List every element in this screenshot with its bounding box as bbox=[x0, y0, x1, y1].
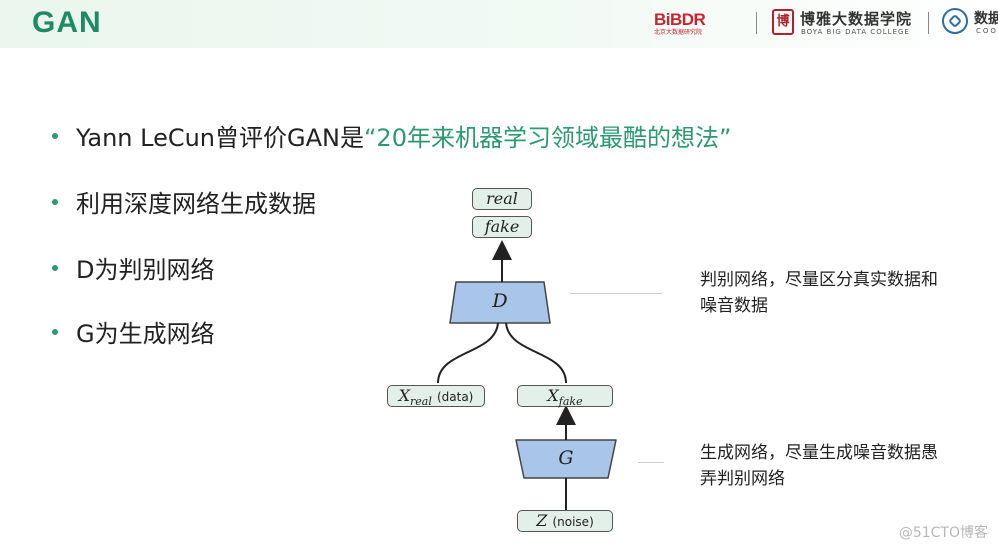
x-real-var: X bbox=[398, 386, 411, 405]
slide-title: GAN bbox=[32, 6, 102, 39]
output-fake-label: fake bbox=[484, 217, 520, 236]
bullet-item: D为判别网络 bbox=[52, 250, 214, 285]
gan-diagram: real fake D Xreal (data) Xfake G Z (nois… bbox=[380, 180, 670, 540]
bullet-dot-icon bbox=[52, 265, 58, 271]
generator-label: G bbox=[558, 447, 574, 469]
boya-logo-name: 博雅大数据学院 bbox=[800, 10, 913, 28]
partner-logo-icon bbox=[942, 8, 968, 34]
bibdr-logo: BiBDR 北京大数据研究院 bbox=[654, 10, 706, 36]
discriminator-label: D bbox=[492, 290, 508, 312]
output-real-box: real bbox=[472, 188, 532, 210]
z-note: (noise) bbox=[552, 515, 594, 529]
partner-logo-subtext: COO bbox=[976, 27, 998, 35]
logo-divider bbox=[928, 12, 929, 34]
output-real-label: real bbox=[486, 189, 518, 208]
boya-seal-icon: 博 bbox=[772, 9, 794, 35]
partner-logo-text: 数据 bbox=[974, 11, 998, 27]
bullet-text: G为生成网络 bbox=[76, 320, 215, 348]
generator-leader-line bbox=[638, 462, 664, 463]
partner-logo: 数据 COO bbox=[942, 6, 998, 42]
boya-logo-english: BOYA BIG DATA COLLEGE bbox=[801, 28, 910, 36]
bullet-dot-icon bbox=[52, 329, 58, 335]
bullet-item: G为生成网络 bbox=[52, 314, 215, 349]
bullet-text: Yann LeCun曾评价GAN是 bbox=[76, 124, 364, 152]
x-fake-var: X bbox=[547, 386, 559, 405]
bibdr-logo-subtext: 北京大数据研究院 bbox=[654, 30, 703, 36]
bibdr-logo-text: BiBDR bbox=[654, 10, 706, 29]
generator-note: 生成网络，尽量生成噪音数据愚弄判别网络 bbox=[700, 443, 938, 489]
x-fake-box: Xfake bbox=[517, 385, 613, 409]
generator-shape bbox=[515, 439, 617, 479]
logo-divider bbox=[756, 12, 757, 34]
bullet-text: 利用深度网络生成数据 bbox=[76, 190, 316, 218]
bullet-dot-icon bbox=[52, 199, 58, 205]
x-real-sub: real bbox=[410, 395, 432, 409]
x-real-note: (data) bbox=[436, 390, 474, 404]
curve-xreal-to-d bbox=[437, 322, 499, 384]
boya-logo: 博 博雅大数据学院 BOYA BIG DATA COLLEGE bbox=[772, 8, 922, 40]
bullet-highlight: “20年来机器学习领域最酷的想法” bbox=[363, 124, 732, 152]
gan-diagram-connectors bbox=[437, 240, 617, 510]
curve-xfake-to-d bbox=[505, 322, 567, 384]
discriminator-note: 判别网络，尽量区分真实数据和噪音数据 bbox=[700, 270, 938, 316]
output-fake-box: fake bbox=[472, 216, 532, 238]
x-real-box: Xreal (data) bbox=[387, 385, 485, 409]
bullet-text: D为判别网络 bbox=[76, 256, 215, 284]
bullet-item: Yann LeCun曾评价GAN是“20年来机器学习领域最酷的想法” bbox=[52, 118, 731, 153]
discriminator-leader-line bbox=[570, 293, 662, 294]
x-fake-sub: fake bbox=[558, 395, 583, 409]
slide-header: GAN BiBDR 北京大数据研究院 博 博雅大数据学院 BOYA BIG DA… bbox=[0, 0, 998, 48]
z-var: Z bbox=[536, 511, 548, 530]
discriminator-shape bbox=[449, 281, 551, 324]
z-box: Z (noise) bbox=[517, 510, 613, 532]
bullet-item: 利用深度网络生成数据 bbox=[52, 184, 316, 219]
watermark: @51CTO博客 bbox=[898, 525, 988, 541]
bullet-dot-icon bbox=[52, 133, 58, 139]
